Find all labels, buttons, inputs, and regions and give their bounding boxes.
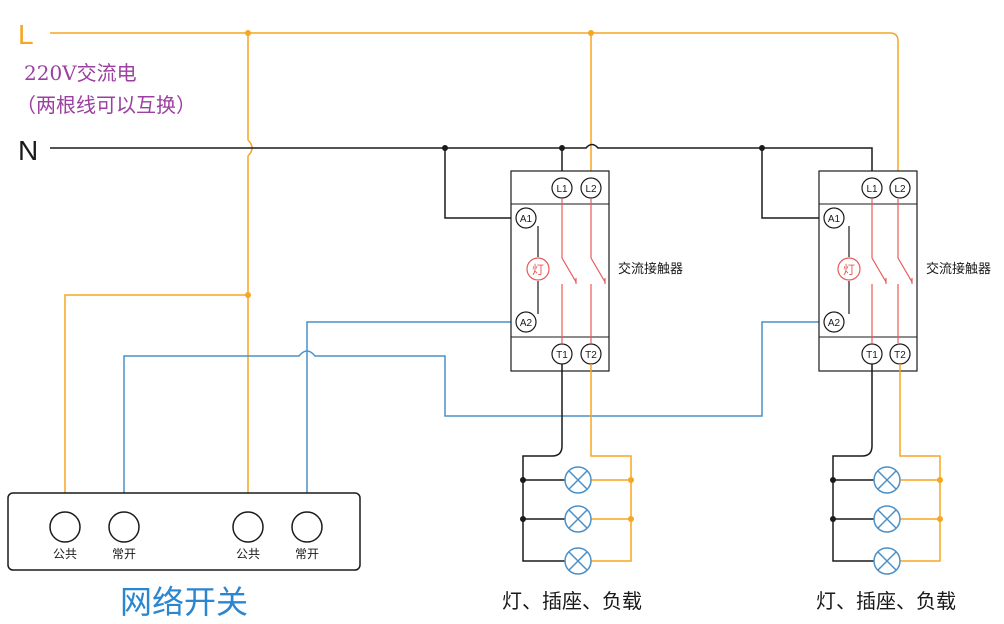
terminal-common-1	[49, 511, 81, 543]
terminal-a1-label: A1	[828, 214, 841, 225]
lamp-icon	[873, 466, 901, 494]
terminal-l1-label: L1	[866, 184, 878, 195]
terminal-no-2	[291, 511, 323, 543]
junction	[245, 30, 251, 36]
junction	[245, 292, 251, 298]
neutral-label: N	[18, 135, 38, 166]
contactor-body	[510, 170, 610, 372]
supply-label-line2: （两根线可以互换）	[16, 93, 196, 117]
junction	[759, 145, 765, 151]
coil-label: 灯	[532, 263, 544, 277]
coil-lamp-icon	[526, 257, 550, 281]
network-switch-box	[7, 492, 361, 571]
lamp-icon	[564, 547, 592, 575]
supply-label-line1: 220V交流电	[24, 61, 137, 85]
lamp-icon	[873, 505, 901, 533]
contactor-1: L1 L2 A1 A2 T1 T2 灯	[510, 170, 610, 372]
common-1-label: 公共	[53, 547, 77, 561]
terminal-l1-label: L1	[556, 184, 568, 195]
load-group-1	[522, 364, 632, 562]
terminal-no-1	[108, 511, 140, 543]
coil-lamp-icon	[837, 257, 861, 281]
terminal-l2-label: L2	[585, 184, 597, 195]
load-2-label: 灯、插座、负载	[816, 589, 956, 613]
load-2-junctions	[830, 477, 943, 522]
terminal-t1-label: T1	[866, 350, 878, 361]
common-2-label: 公共	[236, 547, 260, 561]
terminal-t2-label: T2	[585, 350, 597, 361]
contactor-body	[818, 170, 918, 372]
terminal-t2-label: T2	[894, 350, 906, 361]
lamp-icon	[564, 466, 592, 494]
no-1-label: 常开	[112, 547, 136, 561]
contactor-2-name: 交流接触器	[926, 261, 991, 276]
network-switch-title: 网络开关	[120, 584, 248, 620]
terminal-a1-label: A1	[520, 214, 533, 225]
junction	[559, 145, 565, 151]
coil-label: 灯	[843, 263, 855, 277]
line-label: L	[18, 19, 34, 50]
terminal-common-2	[232, 511, 264, 543]
junction	[588, 30, 594, 36]
terminal-t1-label: T1	[556, 350, 568, 361]
contactor-2: L1 L2 A1 A2 T1 T2 灯	[818, 170, 918, 372]
no-2-label: 常开	[295, 547, 319, 561]
lamp-icon	[564, 505, 592, 533]
terminal-a2-label: A2	[520, 318, 533, 329]
junction	[442, 145, 448, 151]
lamp-icon	[873, 547, 901, 575]
load-group-2	[832, 364, 941, 562]
network-switch: 公共 常开 公共 常开	[7, 492, 361, 571]
neutral-bus	[50, 143, 873, 219]
load-1-label: 灯、插座、负载	[502, 589, 642, 613]
control-wires	[123, 321, 826, 512]
contactor-1-name: 交流接触器	[618, 261, 683, 276]
load-1-junctions	[520, 477, 634, 522]
terminal-l2-label: L2	[894, 184, 906, 195]
terminal-a2-label: A2	[828, 318, 841, 329]
